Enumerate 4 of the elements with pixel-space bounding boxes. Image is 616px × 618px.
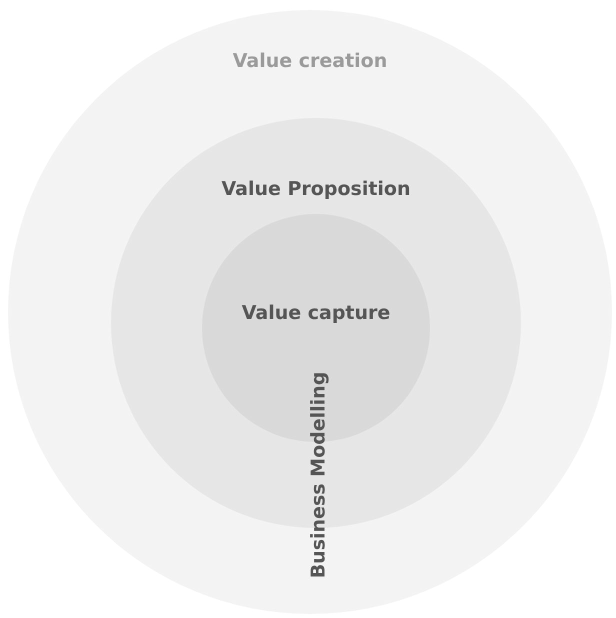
zone-title: Value creation <box>232 50 388 72</box>
vertical-label: Business Modelling <box>306 372 329 578</box>
zone-title: Value Proposition <box>220 178 412 200</box>
zone-title: Value capture <box>240 302 392 324</box>
